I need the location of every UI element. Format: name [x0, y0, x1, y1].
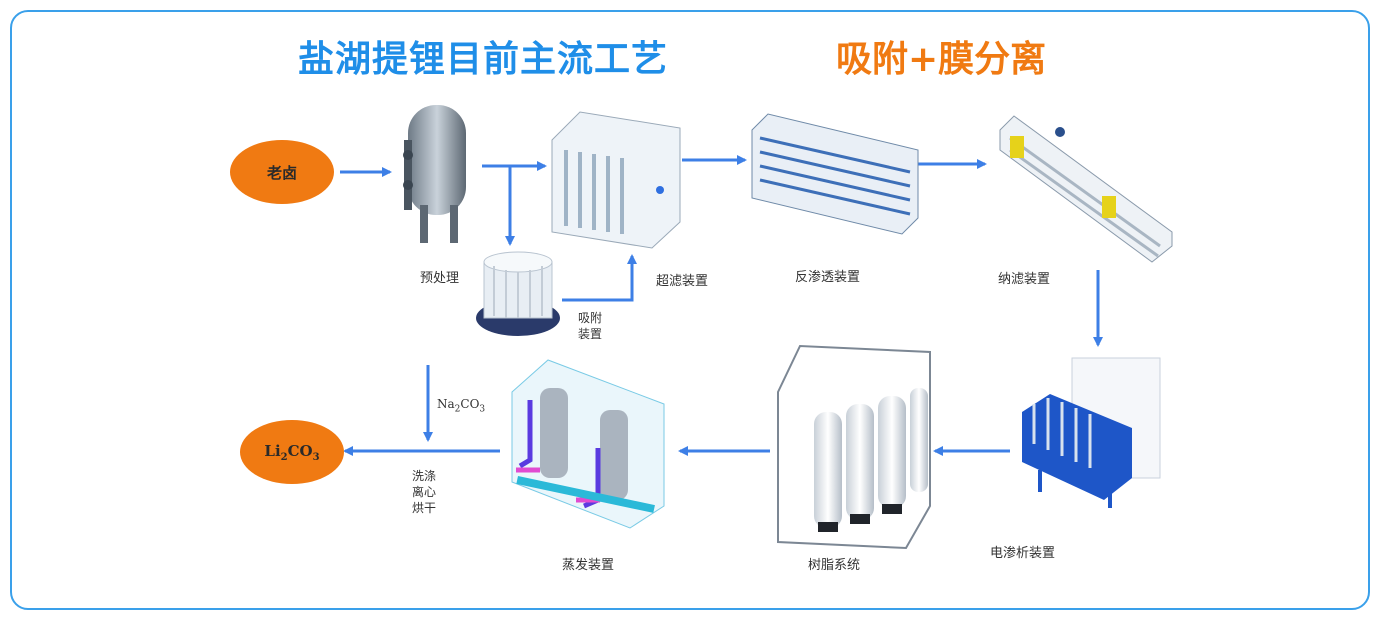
ultrafiltration-unit-icon: [551, 111, 681, 249]
diagram-title: 盐湖提锂目前主流工艺: [298, 39, 669, 80]
adsorption-label: 吸附 装置: [578, 311, 603, 341]
ultrafiltration-label: 超滤装置: [656, 274, 709, 289]
nanofiltration-label: 纳滤装置: [998, 272, 1051, 287]
diagram-frame: [10, 10, 1370, 610]
post-step-centrifuge: 离心: [412, 485, 437, 499]
electrodialysis-label: 电渗析装置: [990, 546, 1056, 561]
electrodialysis-unit-icon: [1022, 357, 1161, 508]
flow-arrows: [340, 155, 1103, 456]
brine-node: 老卤: [230, 140, 334, 204]
reverse-osmosis-label: 反渗透装置: [795, 270, 861, 285]
brine-label: 老卤: [266, 163, 297, 182]
diagram-subtitle: 吸附+膜分离: [836, 39, 1047, 80]
post-steps-label: 洗涤 离心 烘干: [412, 468, 436, 516]
reverse-osmosis-unit-icon: [751, 113, 919, 235]
resin-system-label: 树脂系统: [808, 558, 861, 573]
pretreatment-label: 预处理: [420, 271, 460, 286]
nanofiltration-unit-icon: [999, 115, 1173, 263]
product-node: Li2CO3: [240, 420, 344, 484]
post-step-dry: 烘干: [412, 501, 437, 515]
reagent-label: Na2CO3: [437, 397, 486, 415]
resin-system-icon: [777, 344, 931, 550]
evaporation-label: 蒸发装置: [562, 558, 615, 573]
product-label: Li2CO3: [264, 441, 320, 463]
arrow-adsorption-to-ultrafiltration: [562, 254, 637, 302]
post-step-wash: 洗涤: [412, 469, 437, 483]
adsorption-column-icon: [476, 251, 560, 336]
evaporation-unit-icon: [511, 359, 665, 529]
pretreatment-tank-icon: [403, 105, 466, 243]
